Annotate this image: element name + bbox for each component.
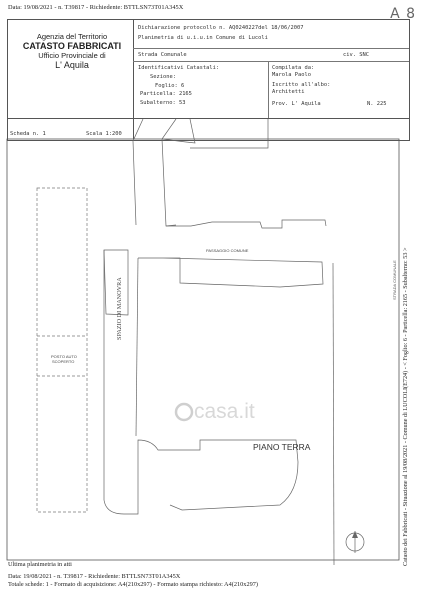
agency-office: Ufficio Provinciale di [38,51,106,60]
watermark-icon [174,402,194,422]
compiled-by-name: Marola Paolo [272,72,311,78]
plan-frame [6,138,400,561]
outline-street [166,219,327,229]
parking-area-outline [36,187,88,513]
label-parking-2: SCOPERTO [52,359,75,364]
header-divider-v [133,19,134,119]
particella: Particella: 2165 [140,91,192,97]
agency-city: L' Aquila [55,60,89,70]
subalterno: Subalterno: 53 [140,100,186,106]
watermark-text: casa.it [194,400,255,423]
form-line [133,61,409,62]
ramp-outline [103,249,129,316]
province: Prov. L' Aquila [272,101,321,107]
label-passage: PASSAGGIO COMUNE [206,248,249,253]
label-maneuver: SPAZIO DI MANOVRA [116,277,123,340]
building-outline [161,118,196,144]
compiled-by-label: Compilata da: [272,65,315,71]
ident-title: Identificativi Catastali: [138,65,220,71]
form-line [133,119,134,139]
agency-block: Agenzia del Territorio CATASTO FABBRICAT… [18,32,126,70]
wall-line [135,257,139,437]
protocol: Dichiarazione protocollo n. AQ0240227del… [138,25,304,31]
form-line [268,61,269,118]
number: N. 225 [367,101,387,107]
header-divider-h [7,118,410,119]
register-label: Iscritto all'albo: [272,82,331,88]
sheet-number: Scheda n. 1 [10,131,46,137]
footer-request: Data: 19/08/2021 - n. T39817 - Richieden… [8,573,181,580]
street: Strada Comunale [138,52,187,58]
agency-name: Agenzia del Territorio [36,32,108,41]
right-wall [332,262,335,566]
boundary-wall [132,118,144,226]
planimetry: Planimetria di u.i.u.in Comune di Lucoli [138,35,268,41]
side-label: STRADA COMUNALE [392,260,397,300]
vertical-caption: Catasto dei Fabbricati - Situazione al 1… [402,247,409,566]
register-value: Architetti [272,89,305,95]
scale: Scala 1:200 [86,131,122,137]
passage-outline [138,257,324,288]
building-outline [161,118,177,227]
label-parking-1: POSTO AUTO [51,354,77,359]
footer-last-plan: Ultima planimetria in atti [8,561,72,568]
agency-title: CATASTO FABBRICATI [22,41,122,51]
request-line: Data: 19/08/2021 - n. T39817 - Richieden… [8,4,184,11]
sezione: Sezione: [150,74,176,80]
footer-format: Totale schede: 1 - Formato di acquisizio… [8,581,258,588]
foglio: Foglio: 6 [155,83,185,89]
north-arrow-head [352,531,358,538]
label-floor: PIANO TERRA [253,442,311,452]
civic: civ. SNC [343,52,369,58]
header-frame [7,19,410,141]
form-line [133,48,409,49]
ground-floor-outline [103,360,299,515]
building-outline [190,119,269,149]
page-code: A 8 [390,6,416,22]
